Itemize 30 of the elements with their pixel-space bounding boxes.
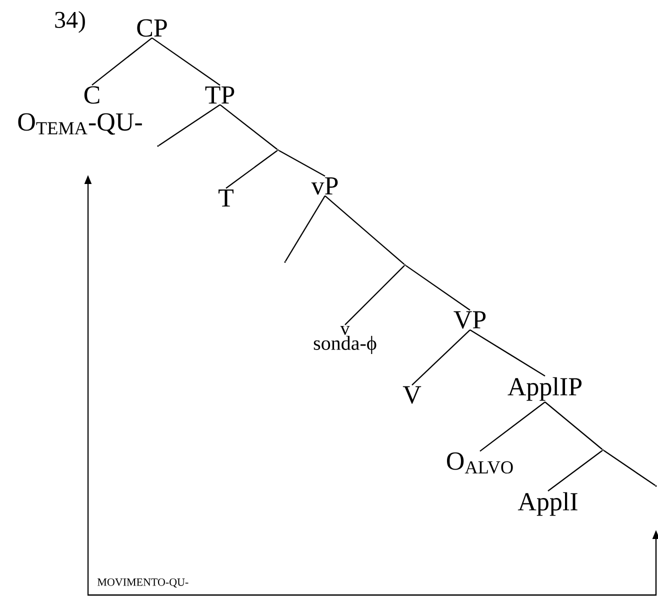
edge-label: MOVIMENTO-QU- bbox=[98, 578, 188, 588]
tree-branch bbox=[92, 37, 152, 86]
tree-branch bbox=[285, 196, 326, 262]
tree-label: v sonda-ϕ bbox=[314, 326, 376, 354]
tree-label: C bbox=[84, 86, 100, 104]
tree-branch bbox=[152, 37, 220, 86]
tree-branch bbox=[480, 402, 546, 452]
tree-label: vP bbox=[311, 177, 338, 195]
tree-branch bbox=[344, 265, 405, 326]
tree-label: VP bbox=[454, 311, 486, 329]
tree-branch bbox=[470, 329, 546, 377]
tree-branch bbox=[604, 450, 656, 486]
tree-branch bbox=[278, 150, 326, 177]
tree-label: TP bbox=[205, 86, 234, 104]
tree-label: O$_{ALVO}$ bbox=[447, 452, 513, 474]
tree-label: ApplI bbox=[518, 492, 578, 516]
tree-label: CP bbox=[137, 19, 167, 37]
tree-branch bbox=[548, 450, 603, 492]
tree-branch bbox=[220, 104, 278, 150]
tree-label: V bbox=[402, 386, 422, 404]
tree-branch bbox=[158, 104, 220, 146]
tree-branch bbox=[544, 402, 603, 450]
tree-branch bbox=[405, 265, 470, 311]
tree-label: O$_{TEMA}$-QU- bbox=[18, 113, 142, 135]
tree-label: ApplIP bbox=[508, 377, 582, 401]
tree-branch bbox=[412, 329, 470, 386]
example-number: 34) bbox=[55, 11, 85, 33]
tree-label: T bbox=[218, 189, 234, 206]
tree-branch bbox=[324, 195, 405, 265]
tree-branch bbox=[226, 150, 278, 189]
